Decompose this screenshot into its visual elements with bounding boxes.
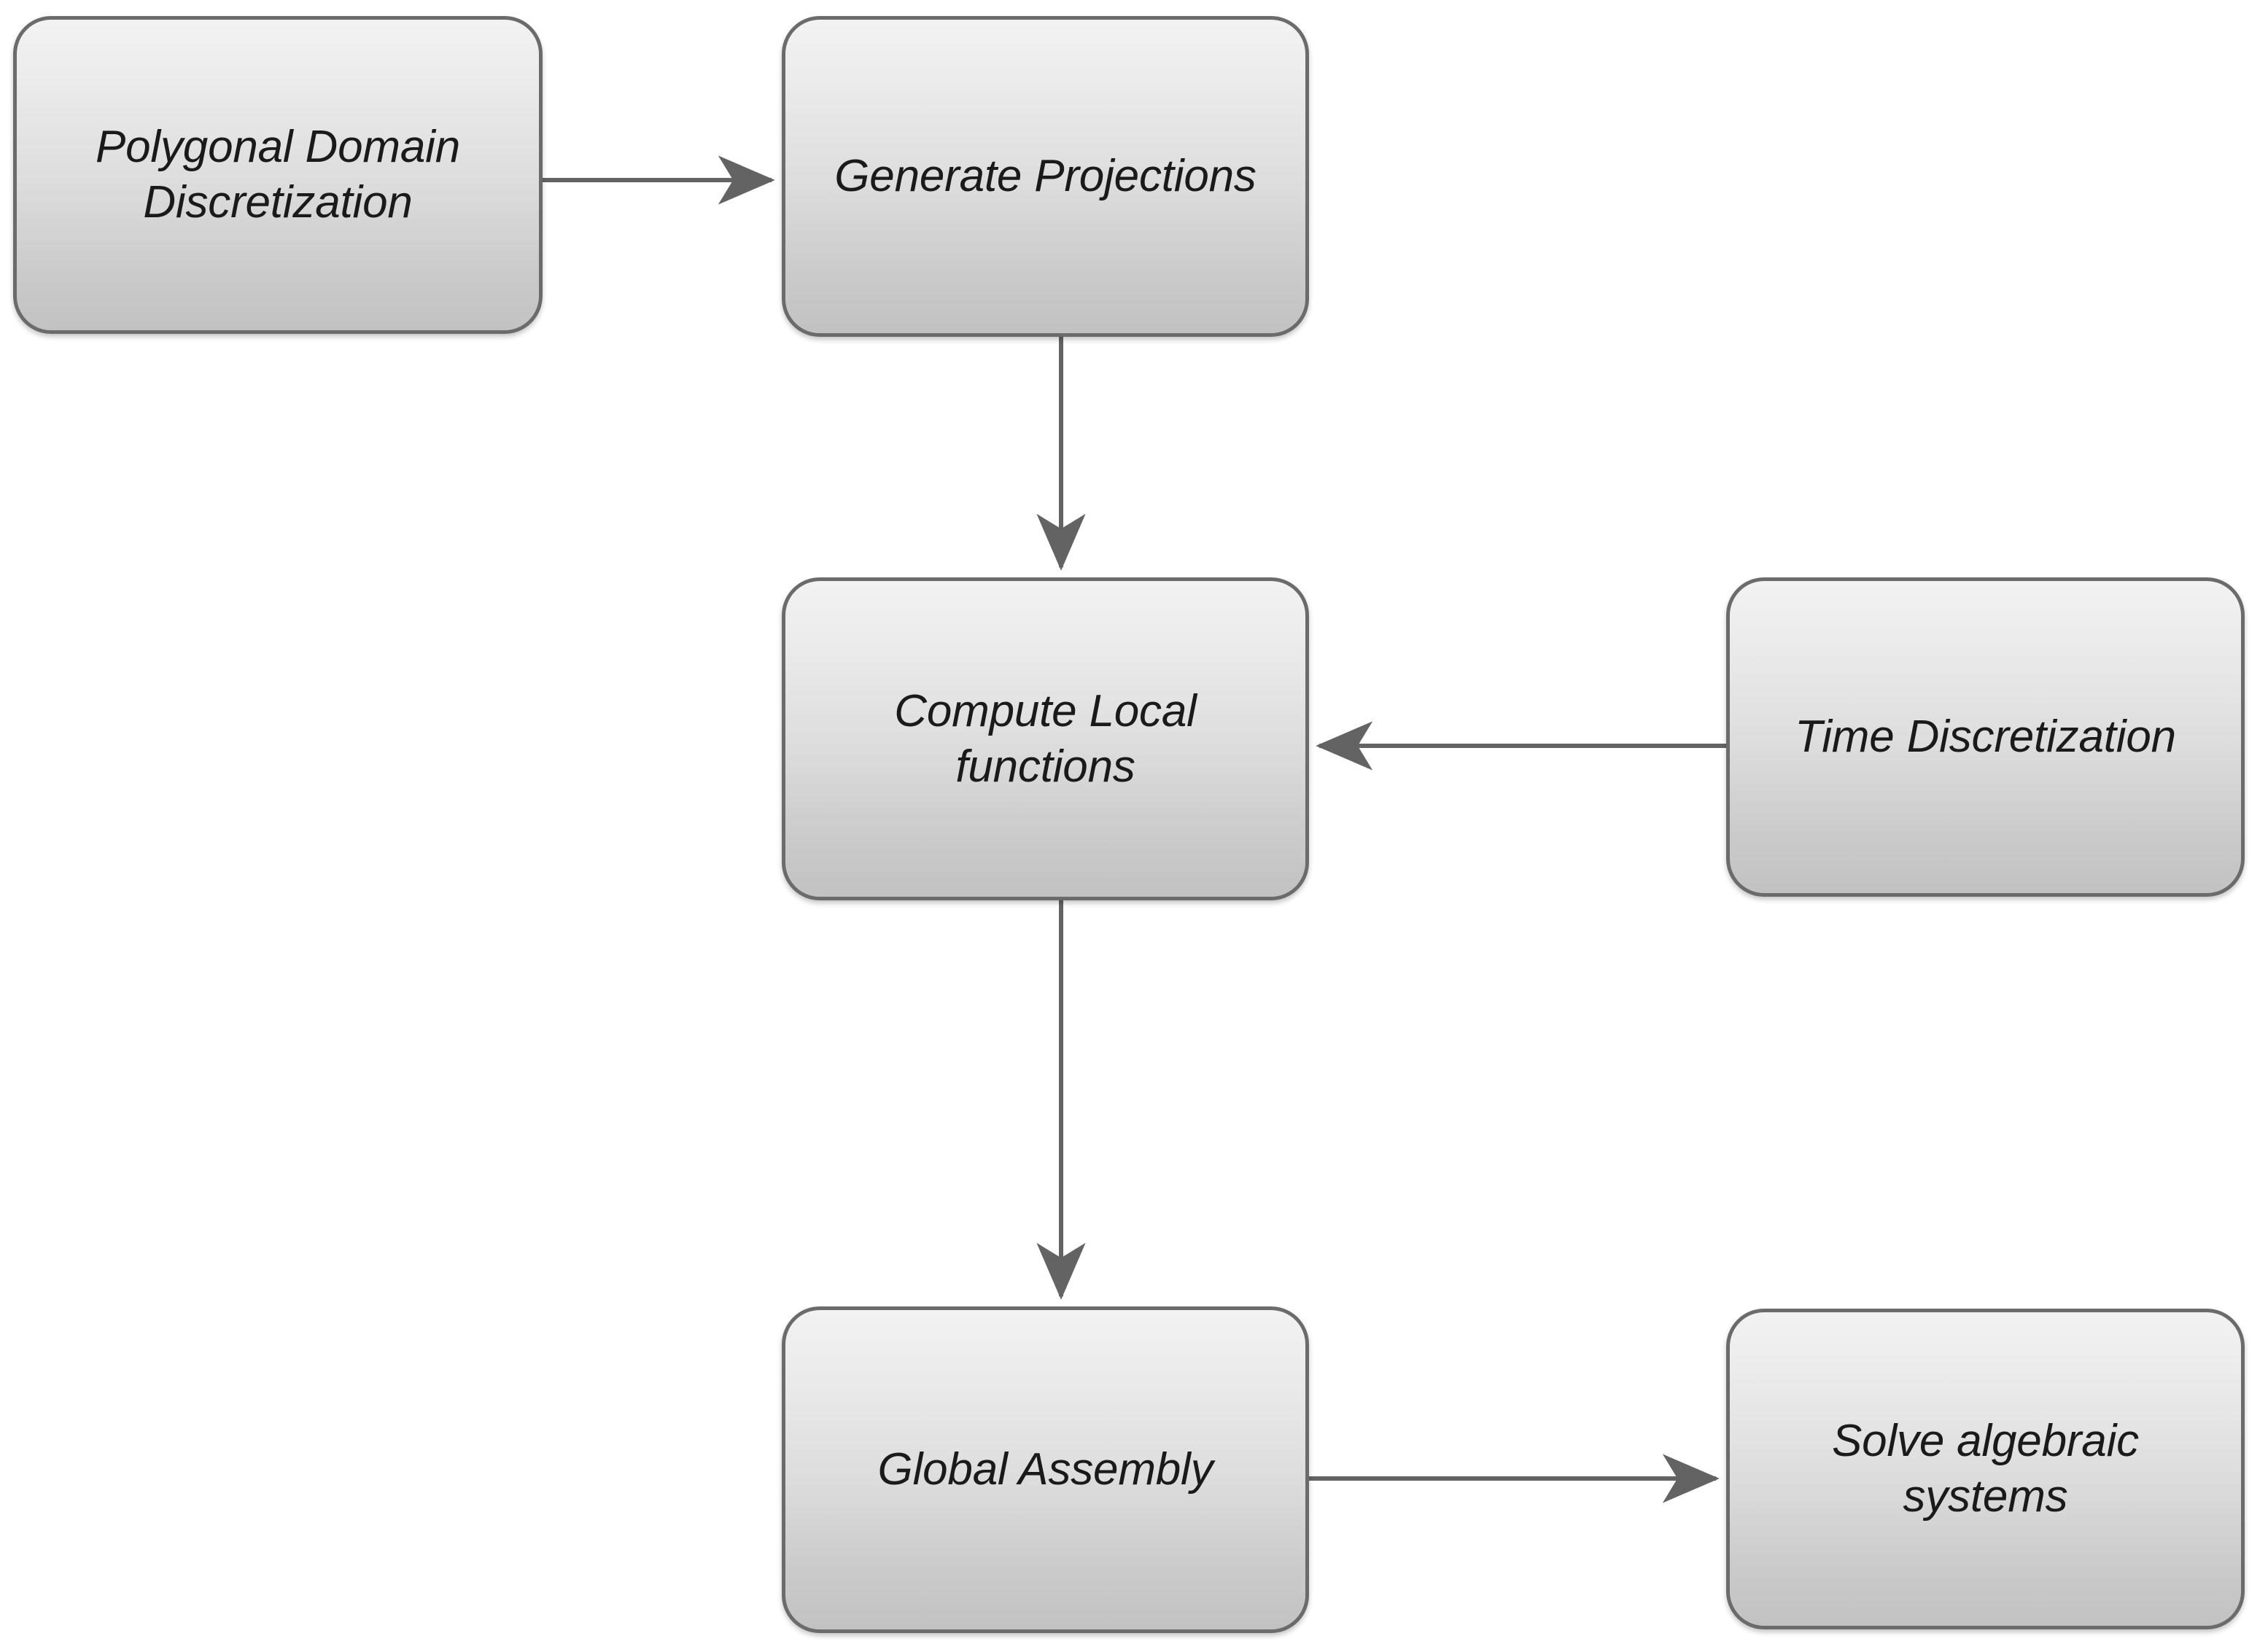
node-label-polygonal-domain-discretization: Polygonal Domain Discretization	[96, 122, 460, 227]
node-label-global-assembly: Global Assembly	[877, 1444, 1213, 1495]
node-label-generate-projections: Generate Projections	[834, 151, 1257, 202]
node-compute-local-functions[interactable]: Compute Local functions	[782, 577, 1309, 900]
node-polygonal-domain-discretization[interactable]: Polygonal Domain Discretization	[13, 16, 543, 334]
node-label-time-discretization: Time Discretization	[1795, 712, 2176, 763]
node-solve-algebraic-systems[interactable]: Solve algebraic systems	[1726, 1309, 2245, 1629]
node-generate-projections[interactable]: Generate Projections	[782, 16, 1309, 337]
node-label-compute-local-functions: Compute Local functions	[894, 685, 1197, 792]
node-label-solve-algebraic-systems: Solve algebraic systems	[1832, 1416, 2139, 1522]
node-time-discretization[interactable]: Time Discretization	[1726, 577, 2245, 897]
node-global-assembly[interactable]: Global Assembly	[782, 1306, 1309, 1633]
